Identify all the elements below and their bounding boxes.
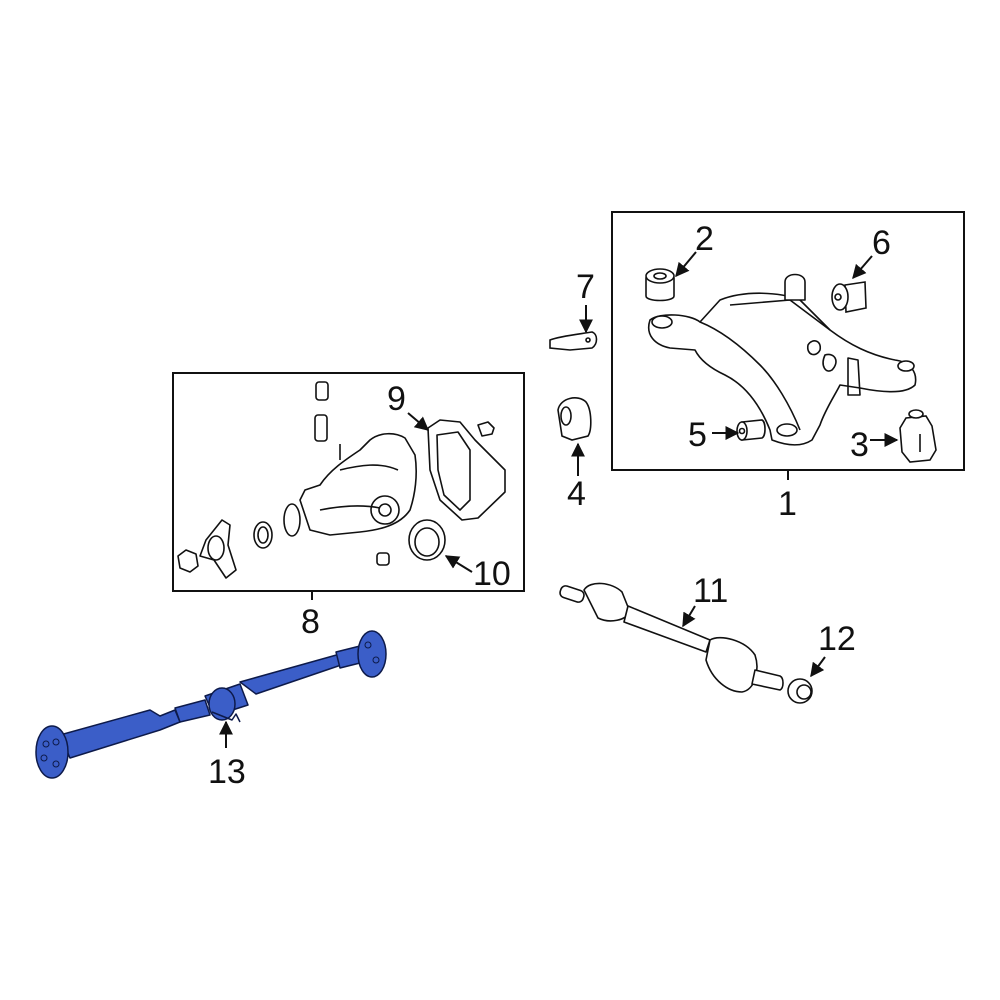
callout-5[interactable]: 5 <box>688 416 707 454</box>
axle-shaft-part-11[interactable] <box>559 582 784 693</box>
cover-part-9[interactable] <box>427 419 506 521</box>
callout-10[interactable]: 10 <box>473 555 511 593</box>
callout-11[interactable]: 11 <box>693 572 729 610</box>
callout-12[interactable]: 12 <box>818 620 856 658</box>
callout-9[interactable]: 9 <box>387 380 406 418</box>
drive-shaft-part-13[interactable] <box>35 630 387 779</box>
mount-part-4[interactable] <box>557 397 592 441</box>
callout-8[interactable]: 8 <box>301 603 320 641</box>
callout-6[interactable]: 6 <box>872 224 891 262</box>
leader-lines <box>219 251 899 748</box>
callout-4[interactable]: 4 <box>567 475 586 513</box>
differential-housing[interactable] <box>177 381 495 579</box>
callout-7[interactable]: 7 <box>576 268 595 306</box>
callout-1[interactable]: 1 <box>778 485 797 523</box>
subframe-part[interactable] <box>648 273 917 446</box>
subframe-group <box>611 211 965 480</box>
callout-13[interactable]: 13 <box>208 753 246 791</box>
bushing-part-5[interactable] <box>736 419 766 441</box>
mount-part-3[interactable] <box>899 409 937 463</box>
callout-2[interactable]: 2 <box>695 220 714 258</box>
callout-3[interactable]: 3 <box>850 426 869 464</box>
bushing-part-6[interactable] <box>831 281 867 313</box>
seal-part-10[interactable] <box>408 519 446 561</box>
differential-group <box>172 372 525 600</box>
bracket-part-7[interactable] <box>549 331 598 351</box>
axle-nut-part-12[interactable] <box>787 678 813 704</box>
bushing-part-2[interactable] <box>645 268 675 302</box>
